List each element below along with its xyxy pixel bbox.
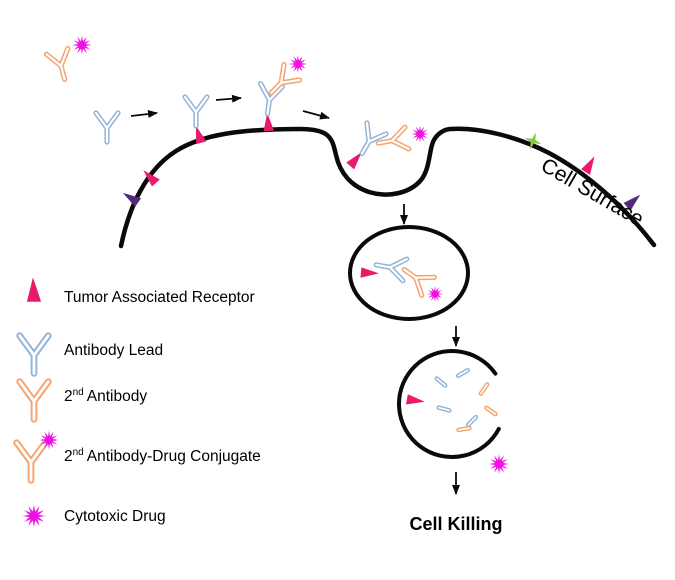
- legend-label: Cytotoxic Drug: [64, 508, 166, 525]
- cytotoxic-drug-icon: [22, 504, 46, 528]
- legend-item-antibody-lead: Antibody Lead: [20, 336, 163, 374]
- receptor-icon: [405, 394, 426, 408]
- membrane-receptor: [581, 154, 600, 175]
- endosome-membrane: [348, 225, 470, 321]
- process-arrow: [302, 110, 330, 120]
- cytotoxic-drug-icon: [289, 55, 307, 73]
- released-drug-icon: [489, 454, 509, 474]
- legend-label: Tumor Associated Receptor: [64, 289, 255, 306]
- legend-label: Antibody Lead: [64, 342, 163, 359]
- antibody-fragment: [468, 417, 476, 425]
- legend-item-cytotoxic-drug: Cytotoxic Drug: [22, 504, 166, 528]
- antibody-lead-icon: [20, 336, 49, 374]
- free-conjugate: [47, 35, 92, 83]
- degradation-vesicle: [397, 349, 509, 474]
- antibody-lead-icon: [96, 113, 118, 142]
- legend: Tumor Associated Receptor Antibody Lead …: [17, 277, 261, 528]
- antibody-fragment: [437, 378, 445, 385]
- legend-item-tumor-associated-receptor: Tumor Associated Receptor: [26, 277, 255, 306]
- receptor-icon: [360, 267, 380, 280]
- antibody-lead-icon: [374, 254, 406, 281]
- second-antibody-icon: [47, 49, 76, 83]
- pit-complex: [352, 123, 429, 159]
- cytotoxic-drug-icon: [427, 286, 443, 302]
- endosome: [348, 225, 470, 321]
- cytotoxic-drug-icon: [411, 125, 429, 143]
- vesicle-membrane: [397, 349, 501, 459]
- antibody-fragment: [439, 408, 450, 411]
- second-antibody-icon: [20, 382, 49, 420]
- antibody-fragment: [459, 428, 470, 430]
- cytotoxic-drug-icon: [72, 35, 92, 55]
- process-arrow: [215, 94, 242, 103]
- cell-killing-label: Cell Killing: [409, 514, 502, 534]
- antibody-fragment: [481, 384, 487, 393]
- process-arrow: [130, 110, 158, 119]
- cell-membrane: [118, 126, 657, 249]
- second-antibody-icon: [376, 127, 408, 154]
- second-antibody-icon: [17, 443, 46, 481]
- antibody-fragment: [458, 370, 468, 376]
- antibody-lead-icon: [185, 97, 207, 126]
- surface-complex: [257, 55, 307, 115]
- receptor-icon: [26, 277, 42, 302]
- antibody-fragment: [486, 408, 495, 414]
